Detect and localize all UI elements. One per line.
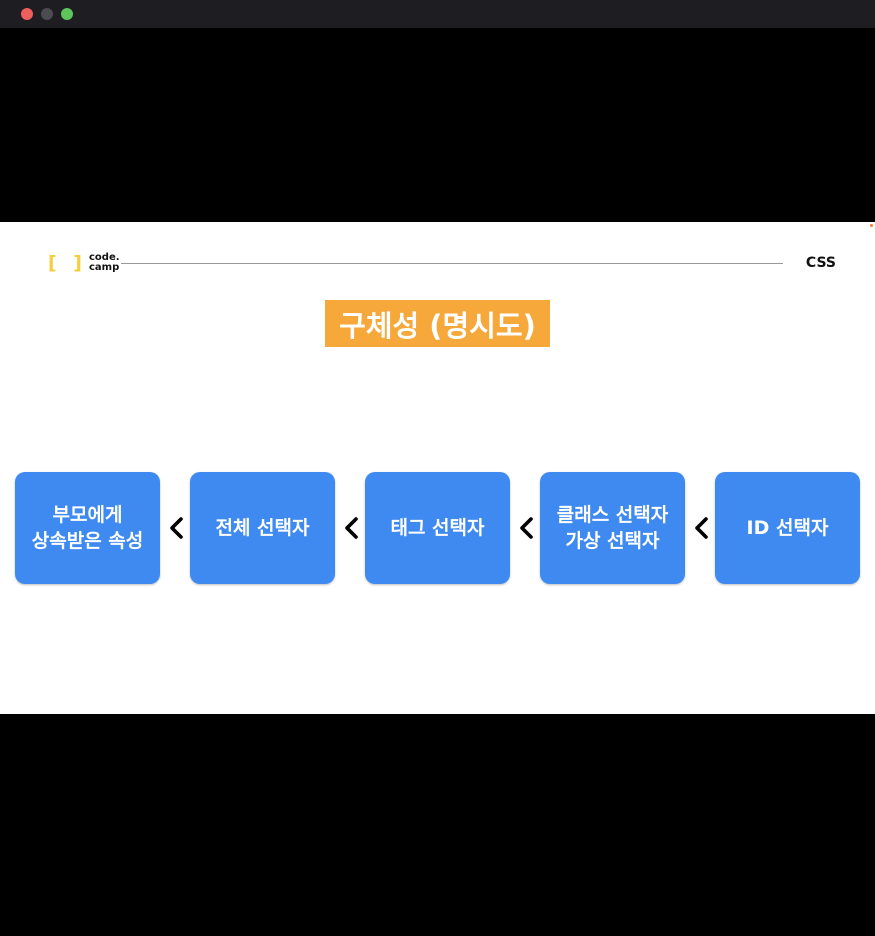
specificity-box-label: 부모에게 상속받은 속성 (31, 504, 144, 552)
specificity-box-label: 전체 선택자 (215, 517, 310, 539)
video-letterbox-top (0, 28, 875, 222)
specificity-box-label: 태그 선택자 (390, 517, 485, 539)
logo-line-2: camp (88, 262, 120, 273)
logo-bracket-icon: [ ] (48, 252, 87, 274)
maximize-window-button[interactable] (61, 8, 73, 20)
presentation-slide: [ ] code. camp CSS 구체성 (명시도) 부모에게 상속받은 속… (0, 222, 875, 714)
specificity-box-tag: 태그 선택자 (365, 472, 510, 584)
less-than-icon (690, 511, 712, 545)
specificity-box-inherited: 부모에게 상속받은 속성 (15, 472, 160, 584)
video-letterbox-bottom (0, 714, 875, 936)
codecamp-logo: [ ] code. camp (48, 252, 120, 274)
logo-line-1: code. (88, 252, 120, 263)
specificity-box-class: 클래스 선택자 가상 선택자 (540, 472, 685, 584)
less-than-icon (515, 511, 537, 545)
less-than-icon (340, 511, 362, 545)
less-than-icon (165, 511, 187, 545)
corner-dot (870, 224, 873, 227)
logo-text: code. camp (89, 253, 120, 273)
section-label: CSS (805, 255, 836, 271)
slide-title-highlight: 구체성 (명시도) (325, 300, 550, 347)
specificity-box-label: 클래스 선택자 가상 선택자 (556, 504, 669, 552)
header-divider (121, 263, 783, 264)
specificity-box-id: ID 선택자 (715, 472, 860, 584)
close-window-button[interactable] (21, 8, 33, 20)
window-titlebar (0, 0, 875, 28)
specificity-box-universal: 전체 선택자 (190, 472, 335, 584)
minimize-window-button[interactable] (41, 8, 53, 20)
specificity-box-label: ID 선택자 (746, 517, 829, 539)
slide-title: 구체성 (명시도) (339, 308, 536, 343)
